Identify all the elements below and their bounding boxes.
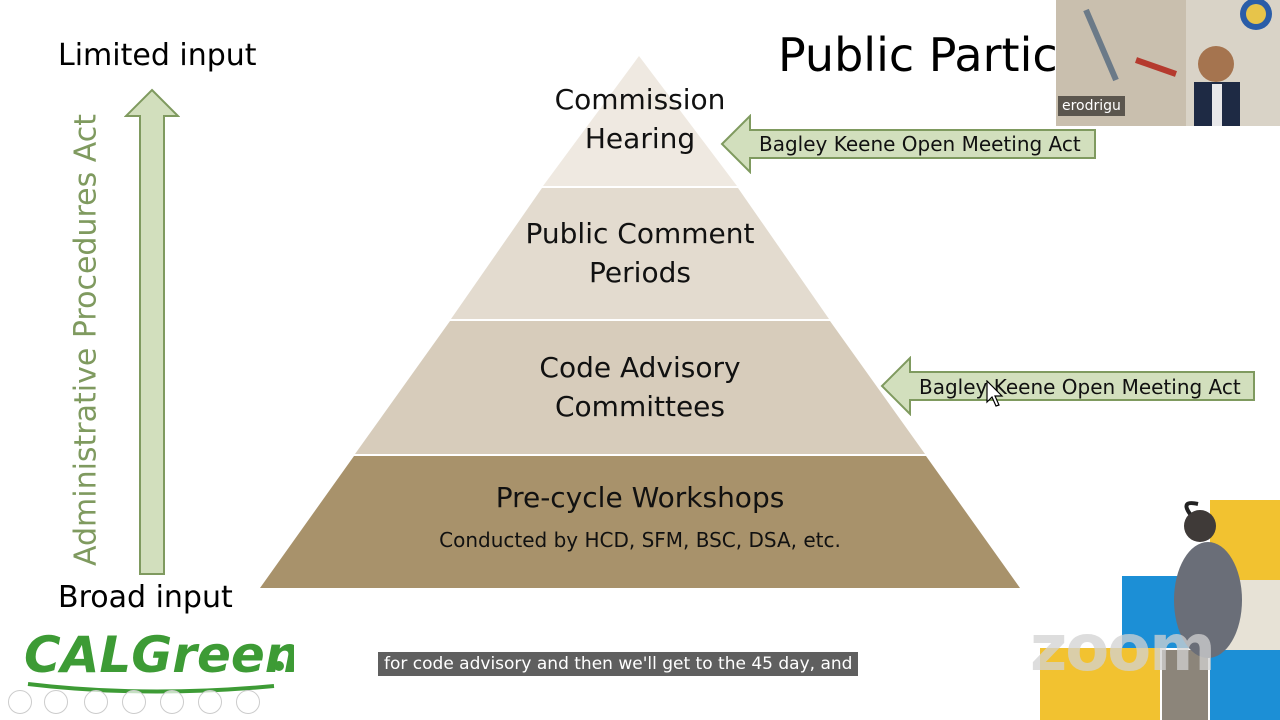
- upward-arrow-icon: [124, 88, 180, 575]
- limited-input-label: Limited input: [58, 38, 257, 73]
- callout-2-text: Bagley Keene Open Meeting Act: [919, 375, 1241, 399]
- tier-commission-hearing-text: Commission Hearing: [554, 83, 726, 155]
- callout-1-text: Bagley Keene Open Meeting Act: [759, 132, 1081, 156]
- mouse-pointer-icon: [986, 380, 1004, 407]
- svg-text:CALGreen: CALGreen: [24, 626, 294, 684]
- calgreen-logo-graphic: CALGreen: [24, 626, 300, 694]
- zoom-watermark: zoom: [1030, 612, 1216, 686]
- previous-slide-button[interactable]: [8, 690, 32, 714]
- slides-grid-button[interactable]: [122, 690, 146, 714]
- tier-public-comment-text: Public Comment Periods: [525, 217, 755, 289]
- participant-name-label: erodrigu: [1058, 96, 1125, 116]
- pyramid-tier-public-comment: [451, 188, 829, 319]
- pyramid-tier-pre-cycle-workshops: [260, 456, 1020, 588]
- tier-code-advisory-text: Code Advisory Committees: [539, 351, 741, 423]
- pen-tool-button[interactable]: [84, 690, 108, 714]
- quail-decoration: [1040, 500, 1280, 720]
- next-slide-button[interactable]: [44, 690, 68, 714]
- tier-pre-cycle-workshops-text: Pre-cycle Workshops Conducted by HCD, SF…: [439, 481, 841, 552]
- more-options-button[interactable]: [236, 690, 260, 714]
- pyramid-tier-commission-hearing: [543, 56, 737, 186]
- callout-arrow-1: [720, 114, 1096, 174]
- live-caption: for code advisory and then we'll get to …: [378, 652, 859, 676]
- broad-input-label: Broad input: [58, 580, 233, 615]
- zoom-in-button[interactable]: [160, 690, 184, 714]
- callout-arrow-2: [880, 356, 1255, 416]
- calgreen-logo: CALGreen: [24, 620, 300, 704]
- subtitles-button[interactable]: [198, 690, 222, 714]
- pyramid-tier-code-advisory: [355, 321, 925, 454]
